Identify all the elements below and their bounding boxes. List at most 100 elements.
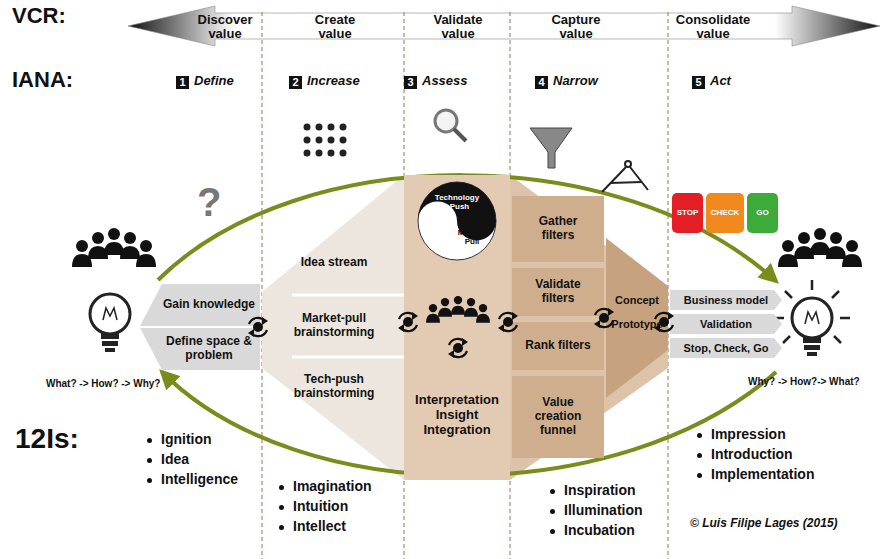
node-text: Concept bbox=[606, 294, 668, 307]
cycle-icon bbox=[448, 338, 468, 358]
node-text: Rank filters bbox=[525, 339, 590, 353]
node-text-wrap: GO bbox=[747, 193, 778, 233]
idea-zone: Market-pull brainstorming bbox=[270, 300, 398, 352]
idea-bulbs bbox=[304, 137, 311, 144]
bullet-dot bbox=[279, 485, 284, 490]
people-icon bbox=[426, 304, 440, 323]
i-term: Implementation bbox=[711, 467, 814, 482]
compass-icon bbox=[630, 167, 648, 190]
cycle-icon bbox=[594, 308, 614, 328]
cycle-icon bbox=[248, 317, 268, 337]
people-icon bbox=[826, 232, 846, 259]
cycle-icon bbox=[248, 308, 674, 358]
band-arrow-outline bbox=[140, 328, 260, 370]
node-text-wrap: Market-pull brainstorming bbox=[270, 300, 398, 352]
node-text: GO bbox=[756, 208, 768, 217]
step-number: 1 bbox=[176, 76, 189, 89]
idea-zone: Idea stream bbox=[270, 240, 398, 286]
node-text-wrap: Tech-push brainstorming bbox=[270, 362, 398, 412]
band-arrow-outline bbox=[670, 338, 782, 358]
stage-divider bbox=[261, 12, 262, 559]
step-number: 4 bbox=[535, 76, 548, 89]
light-bulb bbox=[792, 298, 832, 338]
stage-name: Create value bbox=[297, 13, 373, 42]
question-mark: ? bbox=[197, 180, 221, 224]
filter-box-outline bbox=[512, 268, 604, 316]
create-trapezoid bbox=[262, 175, 404, 480]
i-term: Intelligence bbox=[161, 472, 238, 487]
step-name: Assess bbox=[422, 74, 468, 88]
node-text-wrap: Define space & problem bbox=[140, 328, 260, 370]
i-term: Illumination bbox=[564, 503, 643, 518]
stage-divider bbox=[667, 12, 668, 559]
light-bulb bbox=[807, 352, 817, 356]
white-divider bbox=[292, 356, 404, 359]
traffic-light: STOP bbox=[672, 193, 703, 233]
people-icon bbox=[842, 240, 862, 267]
step-name: Increase bbox=[307, 74, 360, 88]
traffic-light-outline bbox=[672, 193, 703, 233]
bullet-dot bbox=[279, 525, 284, 530]
light-bulb bbox=[811, 280, 814, 290]
band-arrow-outline bbox=[670, 290, 782, 310]
node-text: Tech-push brainstorming bbox=[272, 373, 396, 401]
compass-icon bbox=[610, 182, 642, 183]
light-bulb bbox=[90, 294, 130, 334]
node-text-wrap: Idea stream bbox=[270, 240, 398, 286]
people-icon bbox=[136, 240, 156, 267]
filter-box-outline bbox=[512, 322, 604, 370]
light-bulb bbox=[805, 312, 819, 324]
filter-box: Validate filters bbox=[512, 268, 604, 316]
idea-zone: Tech-push brainstorming bbox=[270, 362, 398, 412]
row-heading: IANA: bbox=[12, 68, 73, 92]
validate-column: Interpretation Insight Integration Techno… bbox=[404, 175, 510, 480]
light-bulb bbox=[774, 280, 850, 343]
people-icon bbox=[464, 298, 478, 317]
magnifier-icon bbox=[435, 110, 457, 132]
idea-bulbs bbox=[304, 124, 347, 157]
bullet-dot bbox=[697, 473, 702, 478]
i-term: Intuition bbox=[293, 499, 348, 514]
node-text: Value creation funnel bbox=[522, 396, 594, 437]
band-arrow: Gain knowledge bbox=[140, 284, 260, 326]
row-heading: VCR: bbox=[12, 4, 66, 28]
idea-bulbs bbox=[316, 124, 323, 131]
node-text-wrap: CHECK bbox=[706, 193, 744, 233]
light-bulb bbox=[785, 291, 792, 298]
people-icon bbox=[72, 228, 156, 267]
people-icon bbox=[451, 296, 465, 315]
band-arrow: Stop, Check, Go bbox=[670, 338, 782, 358]
idea-bulbs bbox=[316, 150, 323, 157]
bullet-dot bbox=[147, 438, 152, 443]
light-bulb bbox=[832, 291, 839, 298]
node-text-wrap: Validate filters bbox=[512, 268, 604, 316]
filter-box: Gather filters bbox=[512, 196, 604, 262]
node-text: Technology - Push bbox=[433, 193, 481, 211]
traffic-light: GO bbox=[747, 193, 778, 233]
node-text: Market-pull brainstorming bbox=[272, 312, 396, 340]
step-number: 5 bbox=[692, 76, 705, 89]
i-term: Imagination bbox=[293, 479, 372, 494]
idea-bulbs bbox=[340, 137, 347, 144]
node-text-wrap: Value creation funnel bbox=[512, 376, 604, 458]
stage-divider bbox=[262, 12, 668, 559]
people-icon bbox=[810, 228, 830, 255]
validate-column-outline bbox=[404, 175, 510, 480]
row-heading: 12Is: bbox=[15, 424, 79, 455]
node-text-wrap: STOP bbox=[672, 193, 703, 233]
i-term: Impression bbox=[711, 427, 786, 442]
light-bulb bbox=[90, 294, 130, 352]
magnifier-icon bbox=[454, 129, 466, 141]
light-bulb bbox=[105, 348, 115, 352]
i-term: Ignition bbox=[161, 432, 212, 447]
concept-wedge: ConceptPrototype bbox=[606, 238, 668, 398]
cycle-icon bbox=[498, 312, 518, 332]
node-text: Validate filters bbox=[522, 278, 594, 306]
light-bulb bbox=[774, 280, 850, 356]
idea-bulbs bbox=[316, 137, 323, 144]
yin-yang-outline bbox=[418, 182, 496, 260]
node-text: Interpretation Insight Integration bbox=[404, 393, 510, 438]
people-icon bbox=[778, 228, 862, 267]
node-text: Gather filters bbox=[522, 215, 594, 243]
bullet-dot bbox=[697, 453, 702, 458]
